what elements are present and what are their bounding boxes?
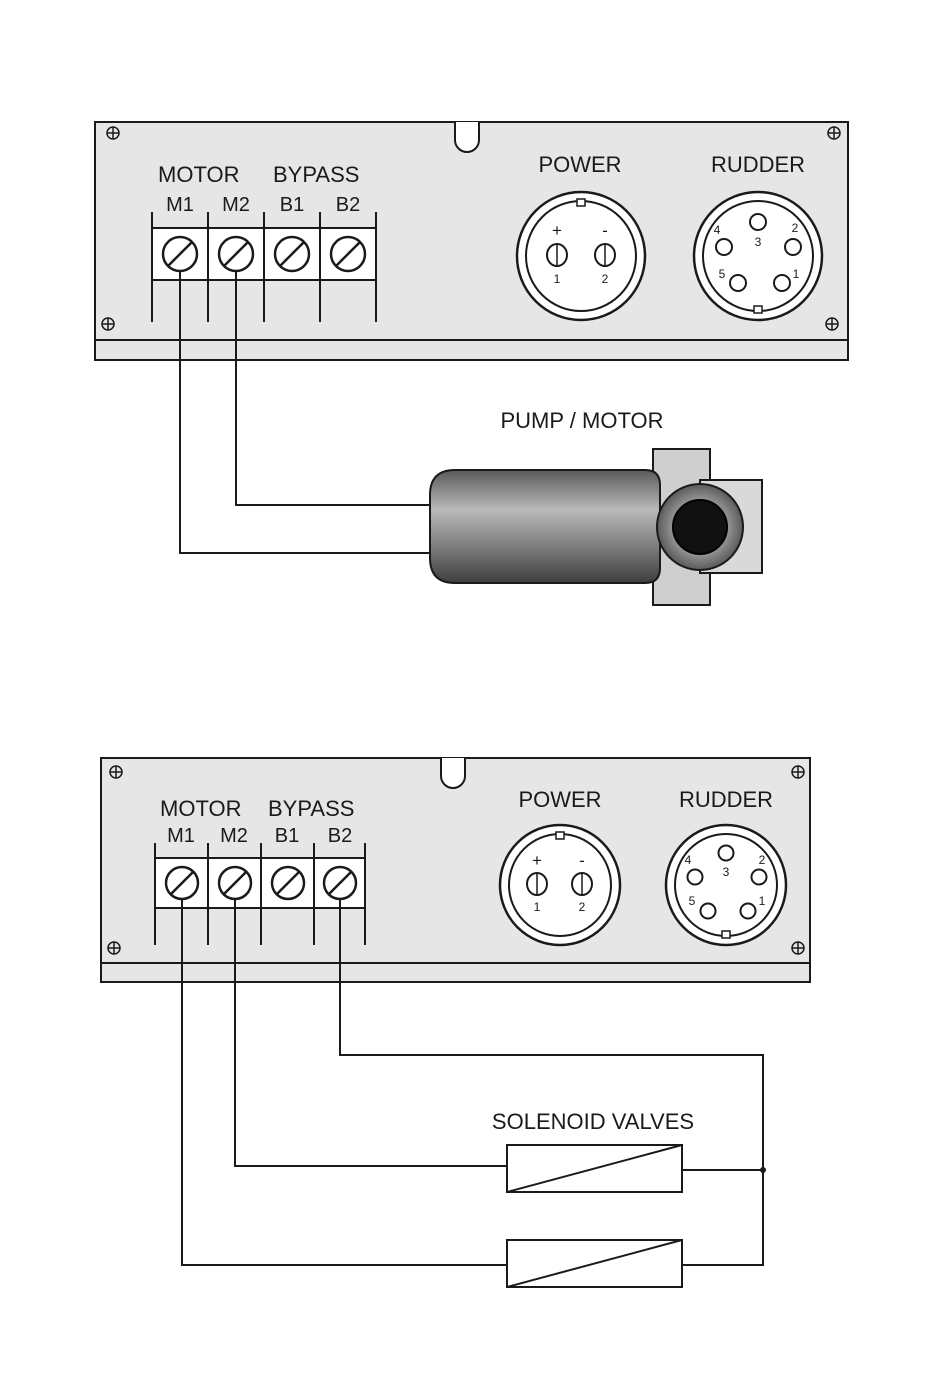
- mounting-slot: [455, 122, 479, 152]
- power-pin-2-label: 2: [579, 900, 586, 914]
- control-panel: MOTOR BYPASS M1 M2 B1 B2 POWER: [95, 122, 848, 360]
- terminal-b2-label: B2: [328, 825, 352, 847]
- diagram-solenoid-valves: MOTOR BYPASS M1 M2 B1 B2 POWER: [101, 758, 810, 1287]
- rudder-pin-2-label: 2: [759, 853, 766, 867]
- terminal-screw-icon: [275, 237, 309, 271]
- rudder-connector-icon: 1 2 3 4 5: [666, 825, 786, 945]
- power-pin-icon: [595, 244, 615, 266]
- rudder-pin-icon: [752, 870, 767, 885]
- rudder-pin-icon: [688, 870, 703, 885]
- rudder-pin-5-label: 5: [719, 267, 726, 281]
- screw-icon: [102, 318, 114, 330]
- screw-icon: [107, 127, 119, 139]
- rudder-pin-icon: [774, 275, 790, 291]
- power-label: POWER: [518, 787, 601, 812]
- terminal-b1-label: B1: [280, 194, 304, 216]
- power-pin-1-label: 1: [554, 272, 561, 286]
- motor-label: MOTOR: [158, 162, 239, 187]
- rudder-pin-icon: [750, 214, 766, 230]
- power-plus-sign: +: [532, 851, 542, 870]
- power-pin-icon: [527, 873, 547, 895]
- power-label: POWER: [538, 152, 621, 177]
- rudder-pin-4-label: 4: [714, 223, 721, 237]
- terminal-screw-icon: [324, 867, 356, 899]
- solenoid-valve-icon: [507, 1145, 682, 1192]
- terminal-m1-label: M1: [166, 194, 194, 216]
- screw-icon: [828, 127, 840, 139]
- motor-shaft-icon: [673, 500, 727, 554]
- terminal-screw-icon: [272, 867, 304, 899]
- rudder-connector-icon: 1 2 3 4 5: [694, 192, 822, 320]
- rudder-pin-3-label: 3: [723, 865, 730, 879]
- rudder-pin-icon: [701, 904, 716, 919]
- power-pin-icon: [572, 873, 592, 895]
- rudder-pin-3-label: 3: [755, 235, 762, 249]
- motor-label: MOTOR: [160, 796, 241, 821]
- terminal-screw-icon: [219, 867, 251, 899]
- power-pin-2-label: 2: [602, 272, 609, 286]
- rudder-pin-1-label: 1: [793, 267, 800, 281]
- rudder-pin-2-label: 2: [792, 221, 799, 235]
- pump-motor-label: PUMP / MOTOR: [501, 408, 664, 433]
- rudder-pin-1-label: 1: [759, 894, 766, 908]
- solenoid-valve-icon: [507, 1240, 682, 1287]
- screw-icon: [792, 942, 804, 954]
- rudder-pin-icon: [730, 275, 746, 291]
- terminal-screw-icon: [219, 237, 253, 271]
- rudder-pin-4-label: 4: [685, 853, 692, 867]
- terminal-screw-icon: [163, 237, 197, 271]
- terminal-b1-label: B1: [275, 825, 299, 847]
- power-connector-icon: + - 1 2: [517, 192, 645, 320]
- power-pin-1-label: 1: [534, 900, 541, 914]
- power-minus-sign: -: [579, 851, 585, 870]
- solenoid-valves-label: SOLENOID VALVES: [492, 1109, 694, 1134]
- rudder-pin-icon: [785, 239, 801, 255]
- screw-icon: [792, 766, 804, 778]
- screw-icon: [110, 766, 122, 778]
- terminal-screw-icon: [166, 867, 198, 899]
- screw-icon: [826, 318, 838, 330]
- terminal-m1-label: M1: [167, 825, 195, 847]
- diagram-pump-motor: MOTOR BYPASS M1 M2 B1 B2 POWER: [95, 122, 848, 605]
- power-pin-icon: [547, 244, 567, 266]
- rudder-pin-5-label: 5: [689, 894, 696, 908]
- power-plus-sign: +: [552, 221, 562, 240]
- terminal-b2-label: B2: [336, 194, 360, 216]
- power-minus-sign: -: [602, 221, 608, 240]
- junction-dot: [760, 1167, 766, 1173]
- mounting-slot: [441, 758, 465, 788]
- power-connector-icon: + - 1 2: [500, 825, 620, 945]
- rudder-pin-icon: [741, 904, 756, 919]
- rudder-label: RUDDER: [679, 787, 773, 812]
- bypass-label: BYPASS: [268, 796, 354, 821]
- rudder-label: RUDDER: [711, 152, 805, 177]
- pump-motor-icon: [430, 449, 762, 605]
- screw-icon: [108, 942, 120, 954]
- terminal-screw-icon: [331, 237, 365, 271]
- bypass-label: BYPASS: [273, 162, 359, 187]
- terminal-m2-label: M2: [220, 825, 248, 847]
- rudder-pin-icon: [716, 239, 732, 255]
- control-panel: MOTOR BYPASS M1 M2 B1 B2 POWER: [101, 758, 810, 982]
- terminal-m2-label: M2: [222, 194, 250, 216]
- rudder-pin-icon: [719, 846, 734, 861]
